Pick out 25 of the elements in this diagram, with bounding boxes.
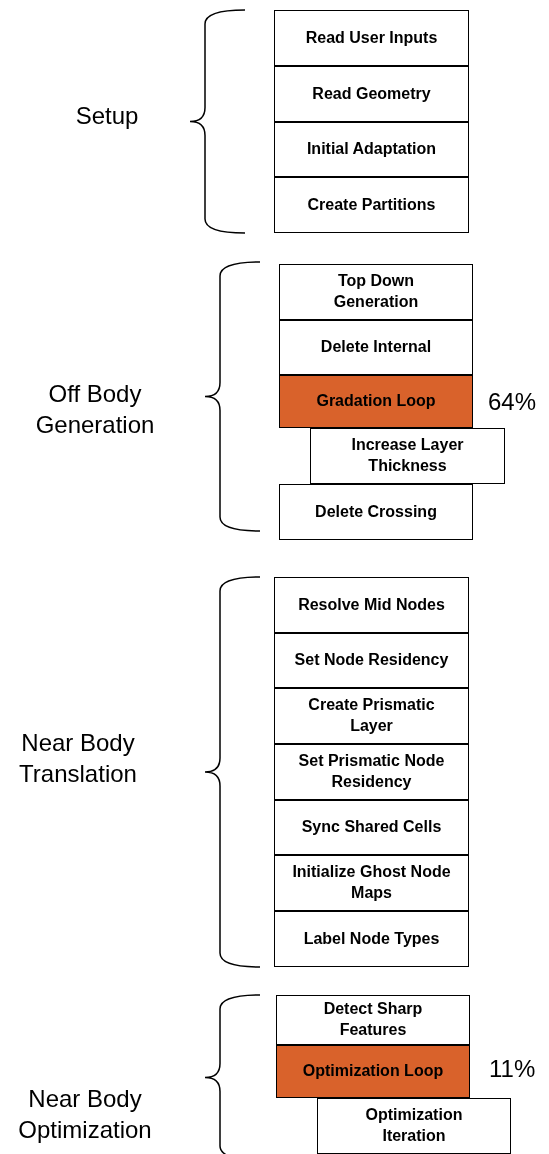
percentage-label: 64% [488,388,537,416]
step-box: Optimization Iteration [317,1098,511,1154]
loop-step-box: Gradation Loop [279,375,473,428]
step-box: Initialize Ghost Node Maps [274,855,469,911]
step-box: Read User Inputs [274,10,469,66]
step-box: Label Node Types [274,911,469,967]
stage-label: Setup [74,101,140,131]
step-box: Initial Adaptation [274,122,469,177]
step-box: Delete Crossing [279,484,473,540]
step-box: Resolve Mid Nodes [274,577,469,633]
step-box: Set Prismatic Node Residency [274,744,469,800]
percentage-label: 11% [489,1055,536,1083]
stage-label: Off Body Generation [34,379,156,441]
stage-label: Near Body Translation [18,728,138,790]
stage-label: Near Body Optimization [17,1084,153,1146]
step-box: Create Partitions [274,177,469,233]
step-box: Detect Sharp Features [276,995,470,1045]
step-box: Read Geometry [274,66,469,122]
loop-step-box: Optimization Loop [276,1045,470,1098]
step-box: Increase Layer Thickness [310,428,505,484]
step-box: Create Prismatic Layer [274,688,469,744]
step-box: Sync Shared Cells [274,800,469,855]
step-box: Set Node Residency [274,633,469,688]
step-box: Delete Internal [279,320,473,375]
step-box: Top Down Generation [279,264,473,320]
